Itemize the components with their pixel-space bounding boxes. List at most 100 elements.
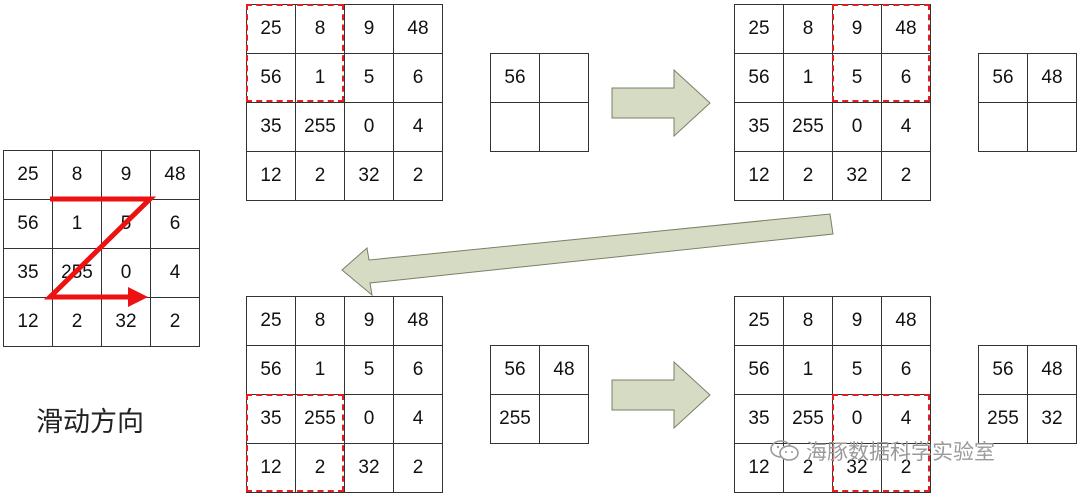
input-matrix-cell: 2 <box>295 443 345 493</box>
output-matrix-cell: 56 <box>490 53 540 103</box>
input-matrix-cell: 12 <box>3 297 53 347</box>
input-matrix-cell: 8 <box>52 150 102 200</box>
input-matrix-cell: 32 <box>832 151 882 201</box>
output-matrix-row: 255 <box>490 394 589 444</box>
output-matrix-cell <box>1027 102 1077 152</box>
input-matrix-cell: 0 <box>344 394 394 444</box>
output-matrix-cell: 56 <box>978 53 1028 103</box>
input-matrix-cell: 2 <box>881 151 931 201</box>
input-matrix-cell: 12 <box>734 443 784 493</box>
input-matrix-cell: 25 <box>246 296 296 346</box>
input-matrix-cell: 8 <box>295 296 345 346</box>
input-matrix-cell: 56 <box>246 345 296 395</box>
input-matrix-cell: 48 <box>881 4 931 54</box>
input-matrix-cell: 9 <box>344 4 394 54</box>
input-matrix-cell: 12 <box>246 443 296 493</box>
sliding-direction-arrowhead <box>128 287 148 307</box>
input-matrix-cell: 12 <box>734 151 784 201</box>
output-matrix-cell: 48 <box>1027 345 1077 395</box>
output-matrix-cell <box>539 394 589 444</box>
output-matrix-cell: 48 <box>539 345 589 395</box>
output-matrix-cell <box>539 53 589 103</box>
output-matrix-cell: 56 <box>490 345 540 395</box>
input-matrix-cell: 32 <box>344 151 394 201</box>
input-matrix-cell: 25 <box>734 4 784 54</box>
sliding-direction-caption: 滑动方向 <box>36 407 144 438</box>
wechat-icon <box>770 439 800 463</box>
input-matrix-cell: 35 <box>734 102 784 152</box>
input-matrix-cell: 1 <box>52 199 102 249</box>
input-matrix-cell: 2 <box>881 443 931 493</box>
output-matrix-cell: 56 <box>978 345 1028 395</box>
input-matrix-cell: 4 <box>150 248 200 298</box>
input-matrix-cell: 4 <box>393 102 443 152</box>
sliding-direction-arrow <box>43 196 157 300</box>
flow-arrow-right-bottom <box>611 360 711 430</box>
output-matrix-row <box>978 102 1077 152</box>
input-matrix-cell: 2 <box>783 151 833 201</box>
input-matrix-cell: 1 <box>783 345 833 395</box>
input-matrix-cell: 32 <box>101 297 151 347</box>
input-matrix-cell: 4 <box>881 102 931 152</box>
input-matrix-cell: 2 <box>393 443 443 493</box>
input-matrix-cell: 4 <box>393 394 443 444</box>
input-matrix-cell: 6 <box>150 199 200 249</box>
output-matrix-row: 56 <box>490 53 589 103</box>
input-matrix-cell: 2 <box>150 297 200 347</box>
input-matrix-cell: 6 <box>393 53 443 103</box>
input-matrix-cell: 0 <box>101 248 151 298</box>
input-matrix-cell: 5 <box>832 345 882 395</box>
watermark-text: 海豚数据科学实验室 <box>806 440 995 464</box>
input-matrix-cell: 5 <box>344 53 394 103</box>
input-matrix-cell: 2 <box>52 297 102 347</box>
input-matrix-cell: 56 <box>734 345 784 395</box>
input-matrix-cell: 56 <box>734 53 784 103</box>
input-matrix-cell: 56 <box>246 53 296 103</box>
output-matrix-cell <box>978 102 1028 152</box>
input-matrix-cell: 48 <box>150 150 200 200</box>
output-matrix-row <box>490 102 589 152</box>
input-matrix-cell: 48 <box>881 296 931 346</box>
input-matrix-cell: 35 <box>246 102 296 152</box>
input-matrix-cell: 9 <box>832 296 882 346</box>
input-matrix-cell: 32 <box>344 443 394 493</box>
step1-output-matrix: 56 <box>490 53 589 152</box>
watermark: 海豚数据科学实验室 <box>770 436 995 466</box>
input-matrix-cell: 48 <box>393 4 443 54</box>
flow-arrow-right-top <box>611 68 711 138</box>
flow-arrow-diagonal <box>341 213 834 297</box>
input-matrix-cell: 25 <box>3 150 53 200</box>
input-matrix-cell: 35 <box>3 248 53 298</box>
input-matrix-cell: 255 <box>295 102 345 152</box>
input-matrix-cell: 255 <box>783 102 833 152</box>
input-matrix-cell: 255 <box>783 394 833 444</box>
output-matrix-cell: 32 <box>1027 394 1077 444</box>
input-matrix-cell: 1 <box>783 53 833 103</box>
output-matrix-cell: 255 <box>490 394 540 444</box>
